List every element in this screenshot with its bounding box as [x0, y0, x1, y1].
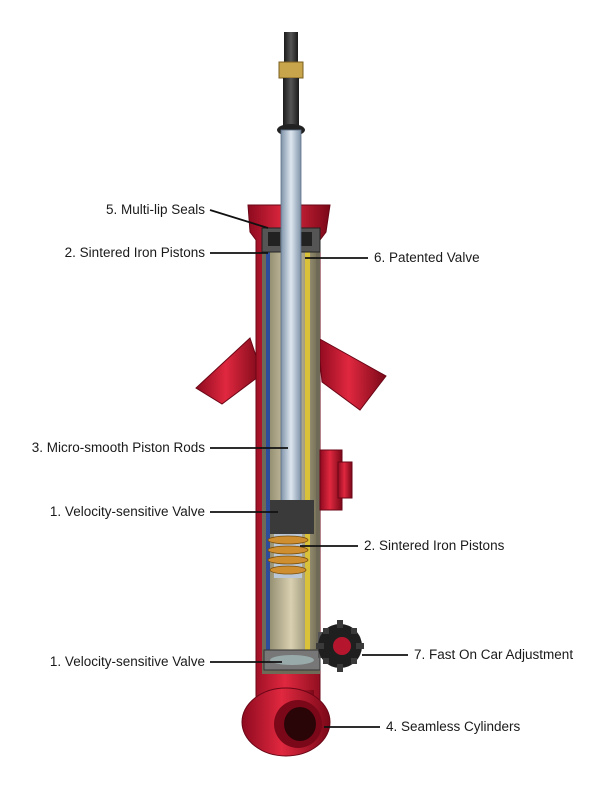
bottom-eye-mount — [241, 687, 331, 757]
side-bracket — [319, 449, 353, 511]
piston-rod — [280, 129, 302, 531]
base-valve — [263, 649, 321, 671]
label-fast-on-car-adjustment: 7. Fast On Car Adjustment — [414, 647, 574, 662]
top-mount-stud — [277, 32, 305, 136]
mounting-bracket — [195, 337, 387, 411]
label-sintered-iron-pistons-top: 2. Sintered Iron Pistons — [64, 245, 205, 260]
piston-assembly — [267, 500, 314, 578]
label-velocity-sensitive-valve-upper: 1. Velocity-sensitive Valve — [49, 504, 205, 519]
label-velocity-sensitive-valve-lower: 1. Velocity-sensitive Valve — [49, 654, 205, 669]
adjustment-knob — [316, 620, 364, 672]
label-sintered-iron-pistons-mid: 2. Sintered Iron Pistons — [364, 538, 505, 553]
label-patented-valve: 6. Patented Valve — [374, 250, 480, 265]
label-multi-lip-seals: 5. Multi-lip Seals — [105, 202, 205, 217]
label-micro-smooth-piston-rods: 3. Micro-smooth Piston Rods — [31, 440, 205, 455]
leader-multi-lip-seals — [209, 209, 269, 229]
label-seamless-cylinders: 4. Seamless Cylinders — [386, 719, 521, 734]
